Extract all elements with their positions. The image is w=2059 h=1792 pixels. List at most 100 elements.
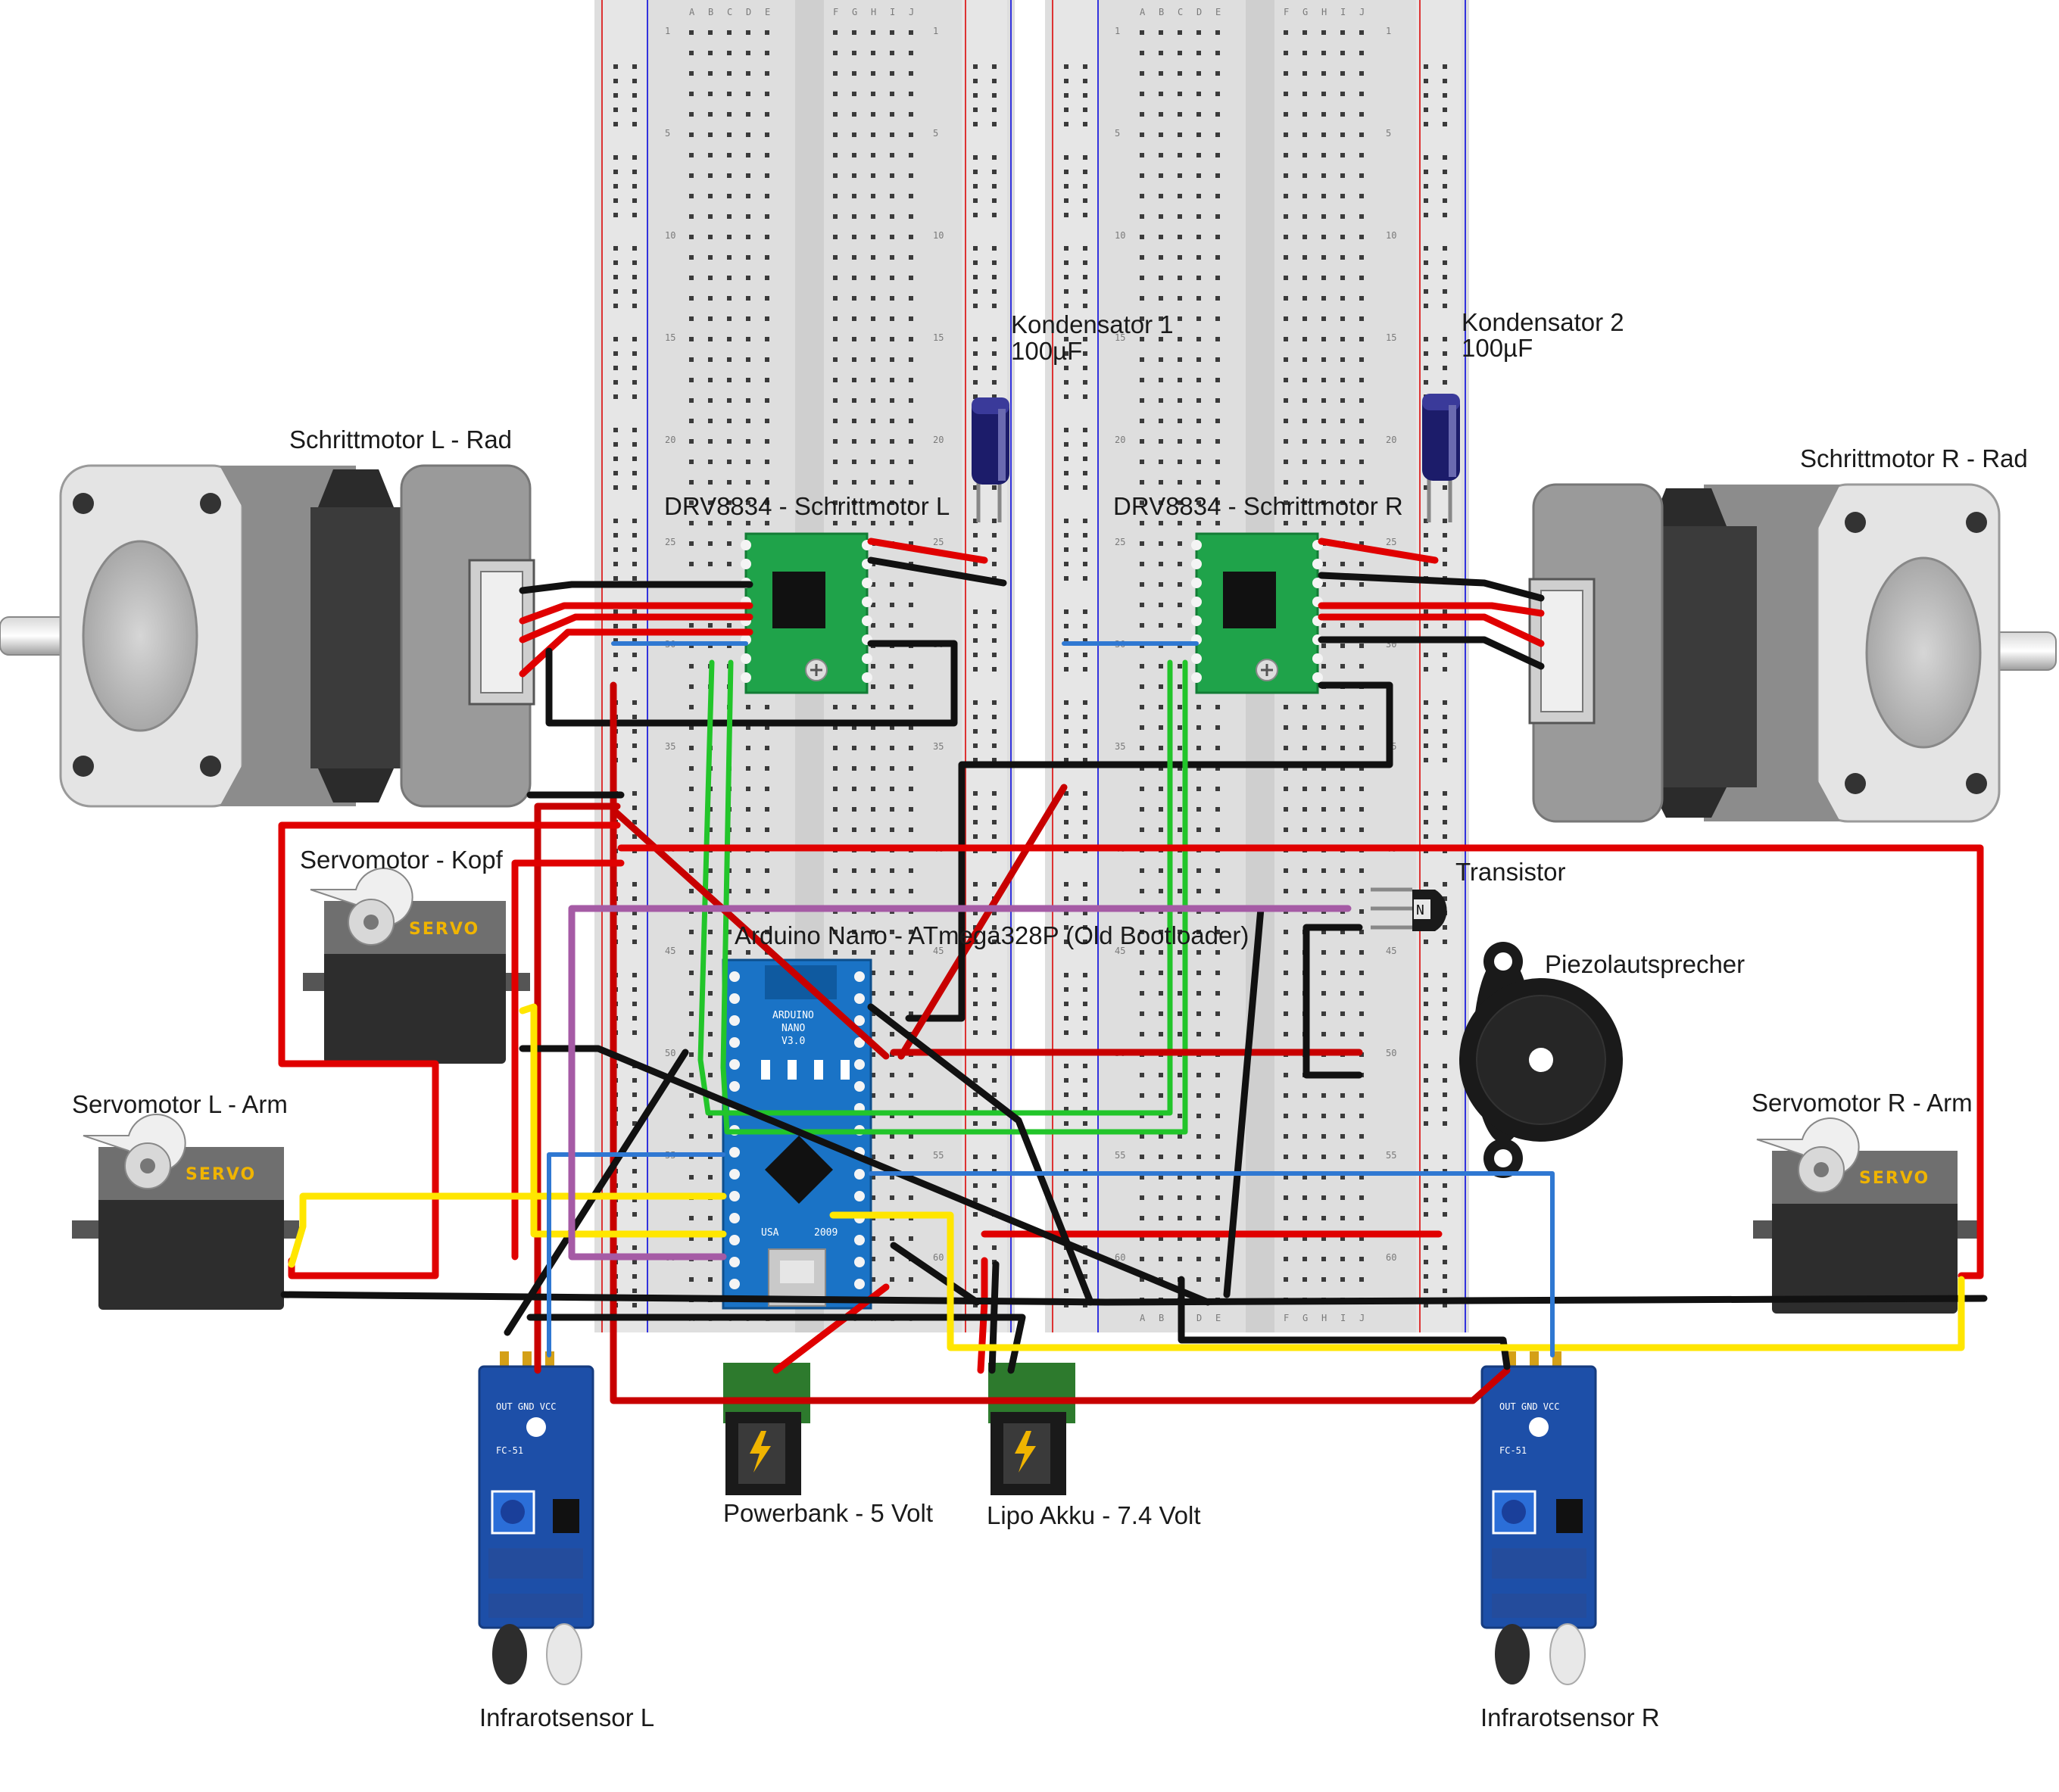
breadboard-hole (992, 547, 997, 552)
breadboard-hole (1321, 950, 1326, 955)
driver-pin (862, 597, 872, 607)
breadboard-hole (909, 132, 913, 137)
breadboard-hole (1215, 316, 1220, 321)
breadboard-hole (632, 155, 637, 160)
breadboard-hole (1340, 173, 1345, 178)
breadboard-row-number: 10 (1386, 230, 1396, 241)
breadboard-hole (1321, 276, 1326, 280)
breadboard-hole (973, 155, 978, 160)
breadboard-hole (1424, 533, 1428, 538)
breadboard-hole (1215, 71, 1220, 76)
breadboard-hole (1302, 92, 1307, 96)
breadboard-hole (909, 1093, 913, 1098)
breadboard-hole (852, 868, 856, 873)
breadboard-hole (1284, 500, 1288, 505)
breadboard-hole (1321, 644, 1326, 648)
driver-pin (1312, 653, 1323, 664)
breadboard-hole (833, 92, 838, 96)
breadboard-hole (1443, 79, 1447, 83)
breadboard-hole (909, 1134, 913, 1139)
breadboard-hole (833, 173, 838, 178)
breadboard-hole (613, 108, 618, 112)
breadboard-hole (689, 521, 694, 525)
breadboard-hole (871, 521, 875, 525)
breadboard-hole (708, 296, 713, 301)
breadboard-hole (1083, 170, 1087, 174)
label-ir-right: Infrarotsensor R (1480, 1703, 1660, 1731)
breadboard-hole (746, 337, 750, 341)
breadboard-hole (1215, 930, 1220, 934)
breadboard-hole (1178, 725, 1182, 730)
breadboard-hole (1443, 609, 1447, 614)
breadboard-hole (1196, 930, 1201, 934)
breadboard-hole (1140, 398, 1144, 403)
breadboard-hole (613, 198, 618, 203)
breadboard-row-number: 25 (665, 537, 675, 547)
breadboard-hole (1424, 882, 1428, 887)
breadboard-hole (1340, 1236, 1345, 1241)
breadboard-row-number: 35 (933, 741, 944, 752)
breadboard-hole (765, 112, 769, 117)
breadboard-hole (1140, 296, 1144, 301)
breadboard-hole (708, 827, 713, 832)
breadboard-row-number: 25 (1115, 537, 1125, 547)
breadboard-hole (1321, 378, 1326, 382)
breadboard-hole (1302, 1216, 1307, 1220)
breadboard-hole (1178, 930, 1182, 934)
breadboard-hole (1443, 1289, 1447, 1293)
breadboard-hole (1284, 357, 1288, 362)
svg-text:N: N (1416, 902, 1424, 918)
breadboard-hole (1140, 419, 1144, 423)
breadboard-hole (765, 255, 769, 260)
breadboard-hole (708, 173, 713, 178)
breadboard-hole (992, 1016, 997, 1021)
breadboard-hole (1140, 316, 1144, 321)
breadboard-hole (1302, 725, 1307, 730)
breadboard-hole (1064, 380, 1068, 385)
breadboard-hole (1215, 746, 1220, 750)
breadboard-hole (1321, 1216, 1326, 1220)
breadboard-hole (1215, 971, 1220, 975)
breadboard-hole (992, 198, 997, 203)
breadboard-hole (613, 394, 618, 399)
breadboard-hole (1443, 1092, 1447, 1097)
breadboard-hole (1159, 971, 1163, 975)
breadboard-hole (1178, 439, 1182, 444)
breadboard-hole (1424, 1212, 1428, 1217)
breadboard-hole (1083, 1016, 1087, 1021)
breadboard-hole (1140, 1175, 1144, 1180)
breadboard-hole (708, 112, 713, 117)
breadboard-hole (1178, 1011, 1182, 1016)
breadboard-hole (1359, 398, 1364, 403)
breadboard-hole (852, 92, 856, 96)
breadboard-hole (1359, 664, 1364, 668)
breadboard-hole (1424, 246, 1428, 251)
breadboard-hole (833, 787, 838, 791)
breadboard-hole (632, 471, 637, 475)
breadboard-hole (1284, 991, 1288, 996)
breadboard-hole (689, 562, 694, 566)
breadboard-hole (613, 653, 618, 657)
breadboard-hole (992, 820, 997, 824)
breadboard-row-number: 25 (1386, 537, 1396, 547)
breadboard-hole (973, 940, 978, 944)
breadboard-hole (1140, 725, 1144, 730)
breadboard-hole (1064, 260, 1068, 265)
breadboard-hole (871, 1277, 875, 1282)
breadboard-hole (973, 758, 978, 762)
breadboard-hole (765, 500, 769, 505)
breadboard-row-number: 20 (665, 435, 675, 445)
driver-pin (862, 672, 872, 683)
breadboard-hole (1424, 562, 1428, 566)
breadboard-row-number: 5 (1115, 128, 1120, 139)
breadboard-hole (1083, 93, 1087, 98)
breadboard-hole (1215, 276, 1220, 280)
breadboard-hole (973, 700, 978, 705)
breadboard-hole (1340, 357, 1345, 362)
breadboard-hole (1140, 1011, 1144, 1016)
breadboard-row-number: 60 (1386, 1252, 1396, 1263)
breadboard-hole (1359, 562, 1364, 566)
breadboard-hole (1302, 766, 1307, 771)
breadboard-hole (1159, 235, 1163, 239)
breadboard-hole (613, 471, 618, 475)
